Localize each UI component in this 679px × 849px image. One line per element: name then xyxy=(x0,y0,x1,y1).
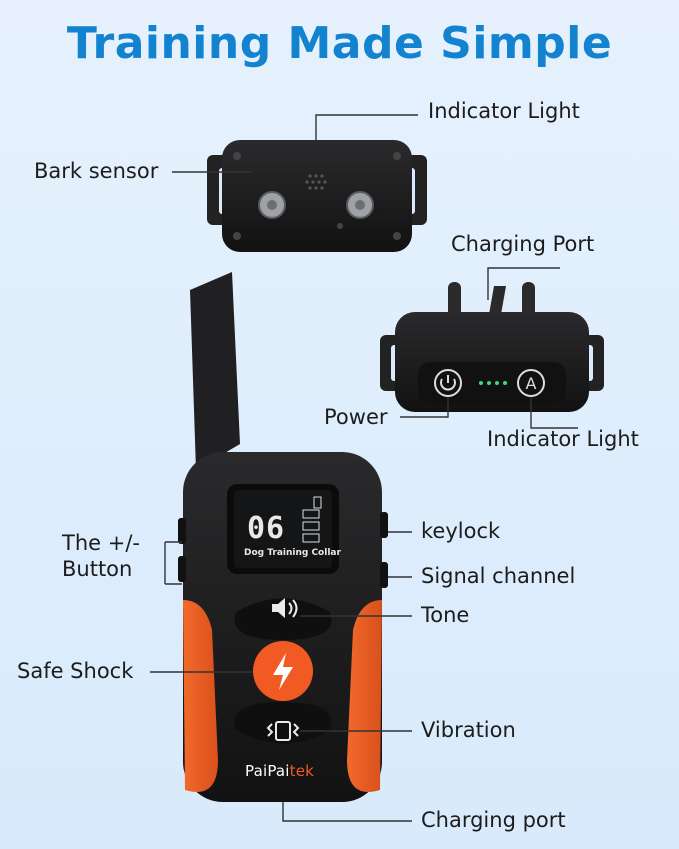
label-indicator-light-bottom: Indicator Light xyxy=(487,427,639,451)
tone-speaker-icon xyxy=(272,598,298,618)
label-charging-port-remote: Charging port xyxy=(421,808,566,832)
brand-prefix: PaiPai xyxy=(245,762,290,780)
remote-antenna xyxy=(190,272,240,470)
mode-a-icon xyxy=(517,369,545,397)
label-keylock: keylock xyxy=(421,519,501,543)
lightning-shock-icon xyxy=(273,653,293,690)
tone-button xyxy=(234,598,332,640)
power-icon xyxy=(434,369,462,397)
label-power: Power xyxy=(324,405,388,429)
label-vibration: Vibration xyxy=(421,718,516,742)
label-plus-minus-button: The +/- Button xyxy=(62,531,140,581)
grip-right xyxy=(347,600,382,792)
lcd-caption: Dog Training Collar xyxy=(244,548,341,558)
brand-logo: PaiPaitek xyxy=(245,762,314,780)
charging-port-cover xyxy=(488,286,506,320)
brand-accent: tek xyxy=(289,762,315,780)
indicator-lights xyxy=(479,381,507,385)
bark-sensor-grille xyxy=(305,174,327,190)
remote-transmitter xyxy=(178,272,388,802)
collar-receiver-front: A xyxy=(380,282,604,412)
label-signal-channel: Signal channel xyxy=(421,564,576,588)
lcd-channel-number: 06 xyxy=(247,511,286,546)
svg-text:A: A xyxy=(526,374,537,393)
label-indicator-light-top: Indicator Light xyxy=(428,99,580,123)
grip-left xyxy=(183,600,218,792)
collar-receiver-back xyxy=(207,140,427,252)
label-safe-shock: Safe Shock xyxy=(17,659,134,683)
page-title: Training Made Simple xyxy=(66,18,613,69)
label-tone: Tone xyxy=(421,603,470,627)
callout-lines xyxy=(150,114,578,822)
label-charging-port-collar: Charging Port xyxy=(451,232,595,256)
receiver-body xyxy=(222,140,412,252)
label-bark-sensor: Bark sensor xyxy=(34,159,159,183)
vibration-icon xyxy=(266,721,300,741)
